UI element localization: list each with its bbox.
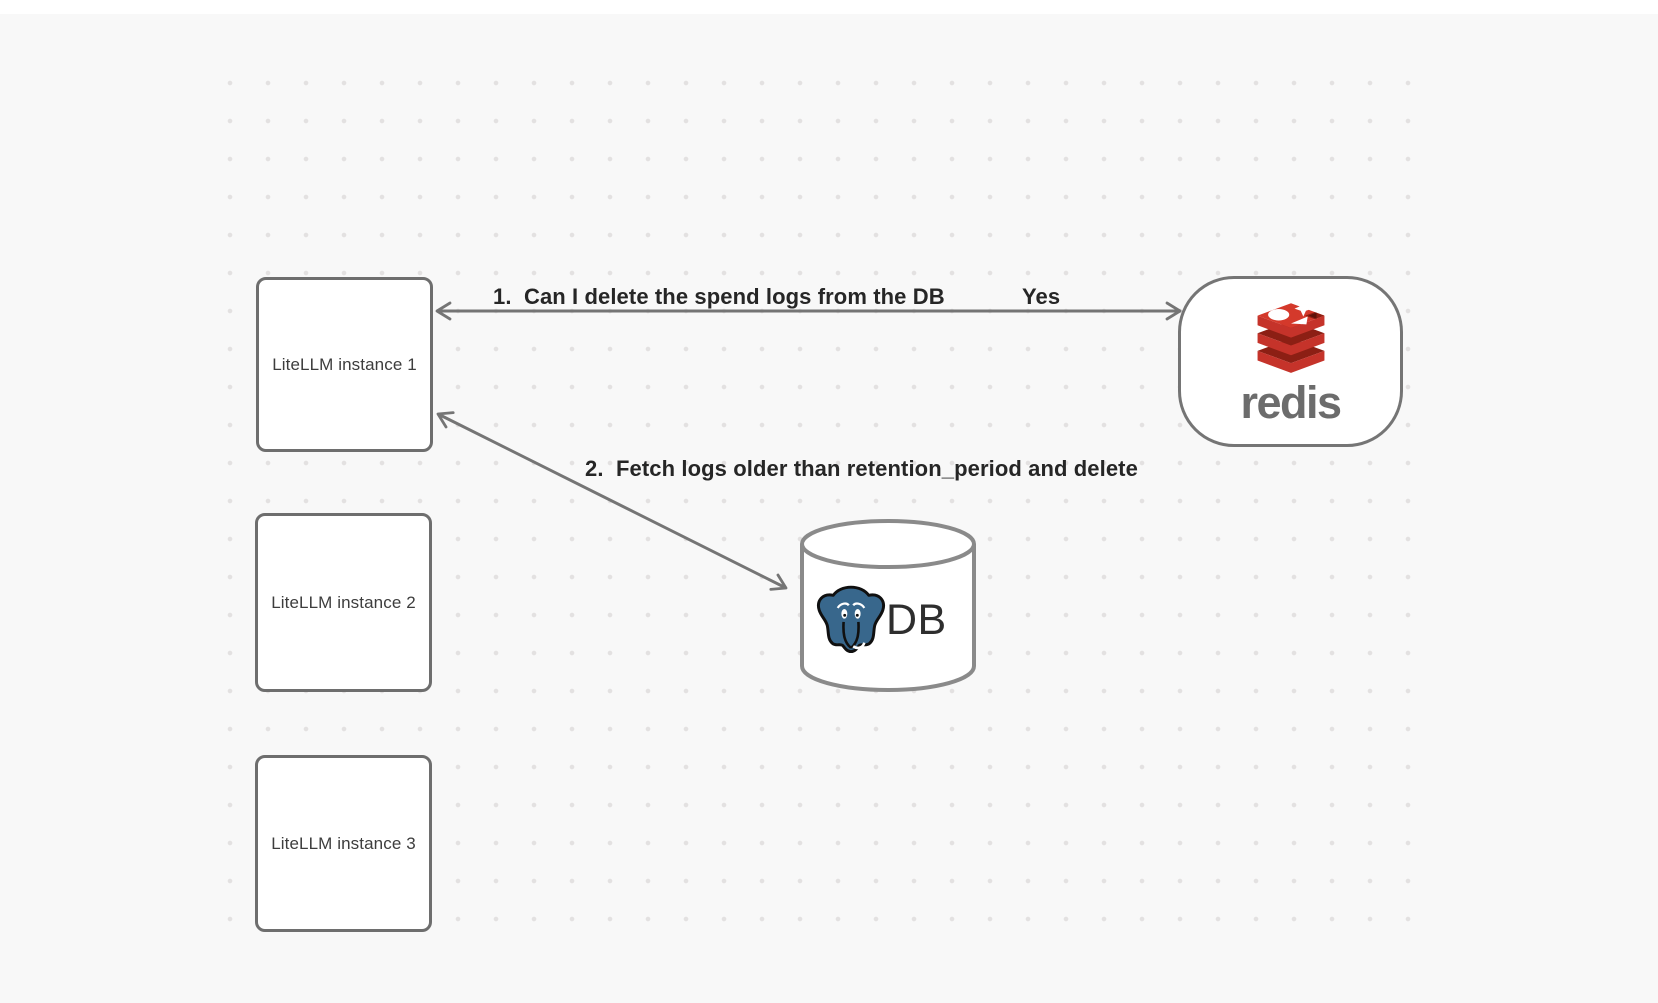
node-label: LiteLLM instance 3 [271,833,416,853]
edge-label-fetch-logs[interactable]: 2. Fetch logs older than retention_perio… [585,456,1138,481]
node-litellm-instance-2[interactable]: LiteLLM instance 2 [255,513,432,692]
postgresql-elephant-icon [817,585,885,654]
edge-label-yes[interactable]: Yes [1022,284,1061,309]
database-cylinder-shape [800,519,976,693]
node-database[interactable]: DB [798,517,978,693]
top-strip [0,0,1658,14]
redis-logo-icon [1257,300,1324,373]
node-litellm-instance-3[interactable]: LiteLLM instance 3 [255,755,432,932]
node-label: LiteLLM instance 2 [271,592,416,612]
node-litellm-instance-1[interactable]: LiteLLM instance 1 [256,277,433,452]
database-label: DB [886,596,947,644]
redis-wordmark: redis [1240,377,1342,428]
node-label: LiteLLM instance 1 [272,354,417,374]
edge-label-delete-spend-logs[interactable]: 1. Can I delete the spend logs from the … [493,284,945,309]
node-redis[interactable]: redis [1178,276,1403,447]
